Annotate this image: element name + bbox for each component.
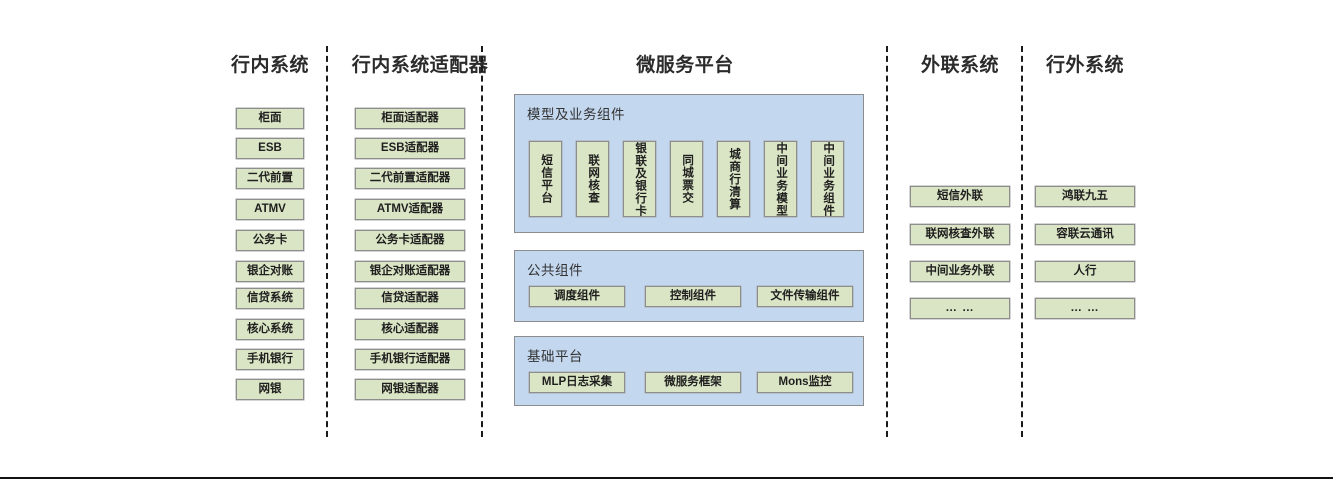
divider-3 bbox=[886, 46, 888, 437]
node-base-platform-3[interactable]: Mons监控 bbox=[757, 372, 853, 393]
node-in-bank-system-1[interactable]: 柜面 bbox=[236, 108, 304, 129]
panel-title-base-platform: 基础平台 bbox=[527, 349, 583, 364]
panel-title-model-business-components: 模型及业务组件 bbox=[527, 107, 625, 122]
node-in-bank-system-7[interactable]: 信贷系统 bbox=[236, 288, 304, 309]
node-out-of-bank-3[interactable]: 人行 bbox=[1035, 261, 1135, 282]
node-in-bank-adapter-4[interactable]: ATMV适配器 bbox=[355, 199, 465, 220]
column-header-external-link-systems: 外联系统 bbox=[920, 55, 999, 76]
column-header-in-bank-adapters: 行内系统适配器 bbox=[351, 55, 489, 76]
bottom-divider bbox=[0, 477, 1333, 479]
node-in-bank-system-4[interactable]: ATMV bbox=[236, 199, 304, 220]
node-in-bank-adapter-6[interactable]: 银企对账适配器 bbox=[355, 261, 465, 282]
node-in-bank-adapter-8[interactable]: 核心适配器 bbox=[355, 319, 465, 340]
node-public-component-2[interactable]: 控制组件 bbox=[645, 286, 741, 307]
node-out-of-bank-2[interactable]: 容联云通讯 bbox=[1035, 224, 1135, 245]
panel-title-public-components: 公共组件 bbox=[527, 263, 583, 278]
node-out-of-bank-1[interactable]: 鸿联九五 bbox=[1035, 186, 1135, 207]
node-external-link-1[interactable]: 短信外联 bbox=[910, 186, 1010, 207]
node-in-bank-adapter-10[interactable]: 网银适配器 bbox=[355, 379, 465, 400]
node-in-bank-system-3[interactable]: 二代前置 bbox=[236, 168, 304, 189]
node-in-bank-system-5[interactable]: 公务卡 bbox=[236, 230, 304, 251]
node-model-component-2[interactable]: 联网核查 bbox=[576, 141, 609, 217]
node-in-bank-system-8[interactable]: 核心系统 bbox=[236, 319, 304, 340]
node-in-bank-system-6[interactable]: 银企对账 bbox=[236, 261, 304, 282]
node-model-component-7[interactable]: 中间业务组件 bbox=[811, 141, 844, 217]
node-model-component-5[interactable]: 城商行清算 bbox=[717, 141, 750, 217]
node-in-bank-adapter-3[interactable]: 二代前置适配器 bbox=[355, 168, 465, 189]
node-public-component-1[interactable]: 调度组件 bbox=[529, 286, 625, 307]
node-model-component-3[interactable]: 银联及银行卡 bbox=[623, 141, 656, 217]
node-base-platform-2[interactable]: 微服务框架 bbox=[645, 372, 741, 393]
column-header-out-of-bank-systems: 行外系统 bbox=[1045, 55, 1124, 76]
node-external-link-3[interactable]: 中间业务外联 bbox=[910, 261, 1010, 282]
column-header-in-bank-systems: 行内系统 bbox=[230, 55, 309, 76]
node-out-of-bank-4[interactable]: … … bbox=[1035, 298, 1135, 319]
node-model-component-6[interactable]: 中间业务模型 bbox=[764, 141, 797, 217]
node-in-bank-adapter-2[interactable]: ESB适配器 bbox=[355, 138, 465, 159]
node-model-component-4[interactable]: 同城票交 bbox=[670, 141, 703, 217]
node-model-component-1[interactable]: 短信平台 bbox=[529, 141, 562, 217]
node-in-bank-system-9[interactable]: 手机银行 bbox=[236, 349, 304, 370]
node-base-platform-1[interactable]: MLP日志采集 bbox=[529, 372, 625, 393]
node-external-link-4[interactable]: … … bbox=[910, 298, 1010, 319]
node-in-bank-adapter-7[interactable]: 信贷适配器 bbox=[355, 288, 465, 309]
node-in-bank-adapter-9[interactable]: 手机银行适配器 bbox=[355, 349, 465, 370]
panel-base-platform: 基础平台 bbox=[514, 336, 864, 406]
divider-4 bbox=[1021, 46, 1023, 437]
node-public-component-3[interactable]: 文件传输组件 bbox=[757, 286, 853, 307]
divider-1 bbox=[326, 46, 328, 437]
node-external-link-2[interactable]: 联网核查外联 bbox=[910, 224, 1010, 245]
node-in-bank-adapter-1[interactable]: 柜面适配器 bbox=[355, 108, 465, 129]
node-in-bank-adapter-5[interactable]: 公务卡适配器 bbox=[355, 230, 465, 251]
divider-2 bbox=[481, 46, 483, 437]
node-in-bank-system-2[interactable]: ESB bbox=[236, 138, 304, 159]
column-header-microservice-platform: 微服务平台 bbox=[636, 55, 734, 76]
node-in-bank-system-10[interactable]: 网银 bbox=[236, 379, 304, 400]
